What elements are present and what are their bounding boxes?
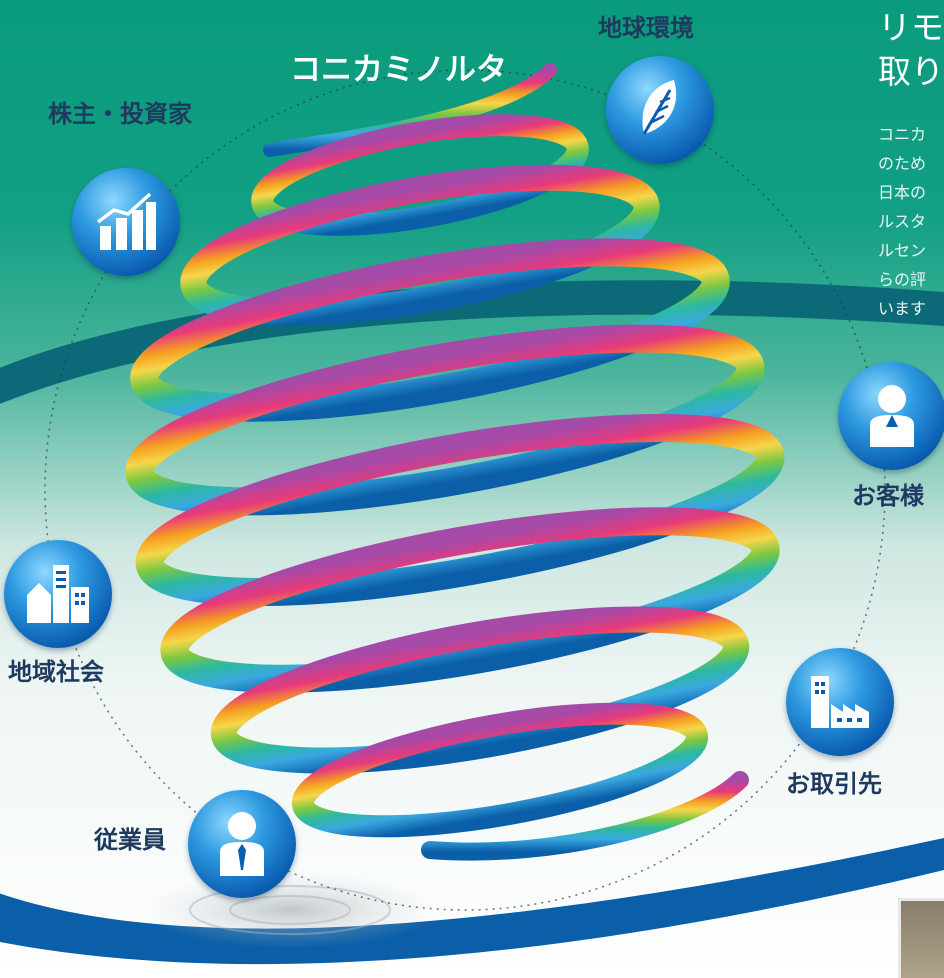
chart-icon: [96, 192, 156, 250]
side-body-line: います: [878, 299, 927, 318]
node-label-shareholders: 株主・投資家: [48, 100, 192, 128]
side-body-line: のため: [878, 154, 927, 173]
node-customers[interactable]: [838, 362, 944, 470]
side-body-line: ルスタ: [878, 212, 927, 231]
node-label-customers: お客様: [852, 482, 924, 510]
person-icon: [870, 385, 914, 447]
center-company-label: コニカミノルタ: [290, 52, 507, 88]
node-partners[interactable]: [786, 648, 894, 756]
spiral-ribbon: [125, 63, 785, 861]
ripple-ring: [189, 885, 391, 935]
factory-icon: [811, 676, 869, 728]
cropped-photo: [898, 898, 944, 978]
node-label-community: 地域社会: [8, 658, 104, 686]
side-body-line: ルセン: [878, 241, 927, 260]
ripple: [140, 872, 440, 948]
buildings-icon: [27, 565, 89, 623]
stakeholder-ring: [44, 69, 886, 911]
side-body-line: らの評: [878, 270, 927, 289]
side-body-line: コニカ: [878, 125, 927, 144]
side-article-title: リモ 取り: [878, 6, 944, 94]
leaf-icon: [642, 80, 677, 135]
side-article-body: コニカ のため 日本の ルスタ ルセン らの評 います: [878, 120, 926, 323]
ripple-ring: [229, 895, 351, 925]
side-body-line: 日本の: [878, 183, 927, 202]
side-title-line: リモ: [878, 8, 944, 47]
node-environment[interactable]: [606, 56, 714, 164]
node-label-partners: お取引先: [786, 770, 882, 798]
node-label-environment: 地球環境: [598, 14, 694, 42]
employee-icon: [220, 812, 264, 876]
node-community[interactable]: [4, 540, 112, 648]
node-label-employees: 従業員: [94, 826, 166, 854]
side-title-line: 取り: [878, 52, 944, 91]
node-shareholders[interactable]: [72, 168, 180, 276]
node-employees[interactable]: [188, 790, 296, 898]
